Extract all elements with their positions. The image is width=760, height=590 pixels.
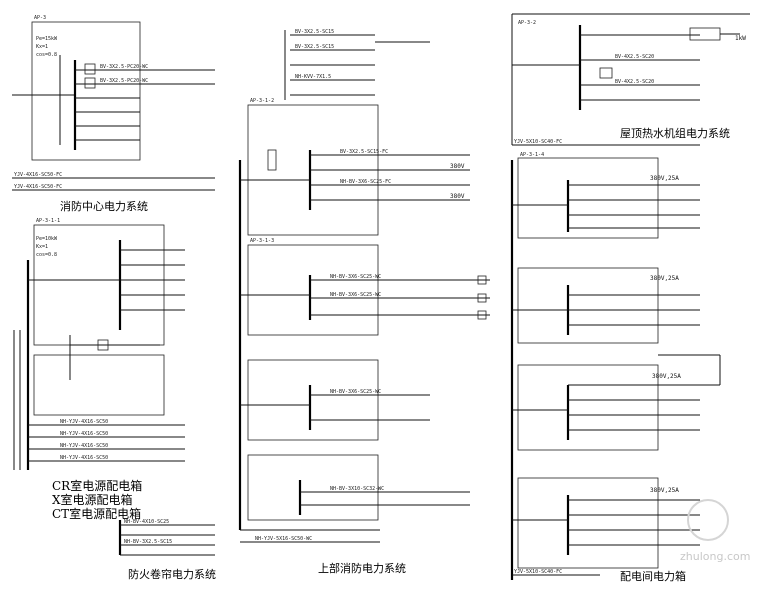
circuit-text: NH-KVV-7X1.5: [295, 74, 331, 80]
spec-text: Pe=15kW: [36, 36, 58, 42]
cable-spec-text: NH-YJV-4X16-SC50: [60, 431, 108, 437]
circuit-text: NH-BV-3X6-SC25-WC: [330, 389, 381, 395]
circuit-text: NH-BV-3X10-SC32-WC: [330, 486, 384, 492]
cable-spec-text: NH-YJV-4X16-SC50: [60, 419, 108, 425]
panel-title: 消防中心电力系统: [60, 199, 148, 213]
cable-spec-text: YJV-5X10-SC40-FC: [514, 569, 562, 575]
circuit-text: NH-BV-3X6-SC25-WC: [330, 292, 381, 298]
distribution-box-outline: [517, 364, 659, 451]
distribution-room-panel: AP-3-1-4 380V,25A 380V,25A 380V,25A 380V…: [510, 152, 721, 583]
panel-title: 上部消防电力系统: [318, 561, 406, 575]
spec-text: Pe=10kW: [36, 236, 58, 242]
distribution-box-outline: [517, 477, 659, 569]
distribution-box-outline: [247, 454, 379, 521]
legend-cr: CR室电源配电箱: [52, 478, 142, 493]
roof-unit-panel: AP-3-2 BV-4X2.5-SC20 BV-4X2.5-SC20 1kW Y…: [511, 13, 750, 146]
rating-label: 380V,25A: [650, 487, 679, 494]
panel-title: 屋顶热水机组电力系统: [620, 126, 730, 140]
distribution-box-outline: [517, 267, 659, 344]
circuit-text: BV-3X2.5-SC15: [295, 29, 334, 35]
circuit-text: BV-3X2.5-PC20-WC: [100, 64, 148, 70]
circuit-text: BV-4X2.5-SC20: [615, 54, 654, 60]
box-id-label: AP-3-1-2: [250, 98, 274, 104]
box-id-label: AP-3-1-4: [520, 152, 544, 158]
cable-spec-text: YJV-5X10-SC40-FC: [514, 139, 562, 145]
box-id-label: AP-3-1-1: [36, 218, 60, 224]
watermark-text: zhulong.com: [680, 550, 750, 563]
circuit-text: BV-4X2.5-SC20: [615, 79, 654, 85]
legend-ct: CT室电源配电箱: [52, 506, 141, 521]
spec-text: cos=0.8: [36, 252, 57, 258]
box-id-label: AP-3: [34, 15, 46, 21]
circuit-text: NH-BV-3X2.5-SC15: [124, 539, 172, 545]
panel-title: 防火卷帘电力系统: [128, 567, 216, 581]
sub-box-outline: [33, 354, 165, 416]
cable-spec-text: YJV-4X16-SC50-FC: [14, 172, 62, 178]
distribution-box-outline: [31, 21, 141, 161]
distribution-box-outline: [247, 244, 379, 336]
spec-text: Kx=1: [36, 44, 48, 50]
watermark: zhulong.com: [680, 499, 750, 563]
rating-label: 380V,25A: [650, 175, 679, 182]
fire-shutter-panel: AP-3-1-1 Pe=10kW Kx=1 cos=0.8 NH-YJV-4X1…: [13, 218, 216, 581]
spec-text: Kx=1: [36, 244, 48, 250]
cable-spec-text: YJV-4X16-SC50-FC: [14, 184, 62, 190]
distribution-box-outline: [247, 359, 379, 441]
cable-spec-text: NH-YJV-4X16-SC50: [60, 455, 108, 461]
spec-text: cos=0.8: [36, 52, 57, 58]
voltage-label: 380V: [450, 193, 465, 200]
watermark-logo-icon: [687, 499, 729, 541]
distribution-box-outline: [517, 157, 659, 239]
cable-spec-text: NH-YJV-4X16-SC50: [60, 443, 108, 449]
fire-control-center-panel: AP-3 Pe=15kW Kx=1 cos=0.8 BV-3X2.5-PC20-…: [12, 15, 215, 213]
circuit-text: NH-BV-3X6-SC25-WC: [330, 274, 381, 280]
legend-x: X室电源配电箱: [52, 492, 133, 507]
rating-label: 380V,25A: [650, 275, 679, 282]
circuit-text: NH-BV-4X10-SC25: [124, 519, 169, 525]
rating-label: 380V,25A: [652, 373, 681, 380]
box-id-label: AP-3-1-3: [250, 238, 274, 244]
voltage-label: 380V: [450, 163, 465, 170]
upper-fire-panel: BV-3X2.5-SC15 BV-3X2.5-SC15 NH-KVV-7X1.5…: [238, 29, 490, 575]
box-id-label: AP-3-2: [518, 20, 536, 26]
cable-spec-text: NH-YJV-5X16-SC50-WC: [255, 536, 312, 542]
voltage-label: 1kW: [735, 35, 746, 42]
panel-title: 配电间电力箱: [620, 569, 686, 583]
circuit-text: BV-3X2.5-PC20-WC: [100, 78, 148, 84]
circuit-text: BV-3X2.5-SC15: [295, 44, 334, 50]
circuit-text: BV-3X2.5-SC15-FC: [340, 149, 388, 155]
distribution-box-outline: [33, 224, 165, 346]
circuit-text: NH-BV-3X6-SC25-FC: [340, 179, 391, 185]
